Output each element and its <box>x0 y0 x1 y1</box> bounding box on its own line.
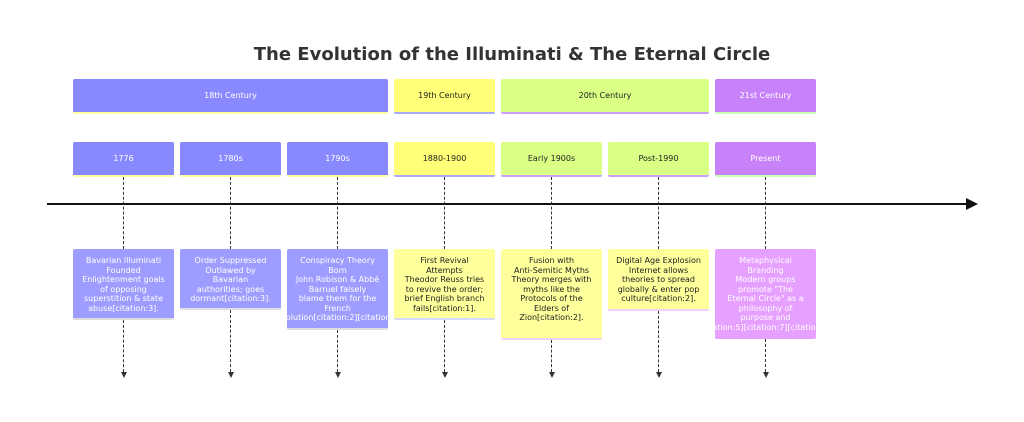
period-label: 1780s <box>218 154 243 163</box>
connector-line <box>658 311 659 372</box>
period-4: Early 1900s <box>501 142 602 177</box>
event-text-line: Eternal Circle" as a <box>727 294 804 303</box>
section-20th-century: 20th Century <box>501 79 709 114</box>
section-21st-century: 21st Century <box>715 79 816 114</box>
event-text-line: brief English branch <box>404 294 485 303</box>
arrow-head-icon <box>762 372 769 378</box>
event-text-line: Barruel falsely <box>308 284 367 294</box>
event-text-line: Order Suppressed <box>194 256 267 265</box>
connector-line <box>123 177 124 249</box>
arrow-head-icon <box>548 372 555 378</box>
event-text-line: Digital Age Explosion <box>616 256 701 265</box>
arrow-head-icon <box>334 372 341 378</box>
connector-line <box>337 330 338 372</box>
connector-line <box>765 177 766 249</box>
event-text-line: Revolution[citation:2][citation:4]. <box>287 313 388 322</box>
event-text-line: Attempts <box>426 265 463 275</box>
period-5: Post-1990 <box>608 142 709 177</box>
event-text-line: purpose and <box>740 313 791 322</box>
period-3: 1880-1900 <box>394 142 495 177</box>
section-label: 20th Century <box>578 91 632 100</box>
connector-line <box>551 177 552 249</box>
diagram-title: The Evolution of the Illuminati & The Et… <box>253 44 771 65</box>
section-19th-century: 19th Century <box>394 79 495 114</box>
event-text-line: fails[citation:1]. <box>413 303 476 313</box>
event-text-line: dormant[citation:3]. <box>190 294 271 303</box>
section-label: 21st Century <box>739 91 792 100</box>
connector-line <box>765 339 766 372</box>
connector-line <box>337 177 338 249</box>
event-text-line: Protocols of the <box>520 294 583 303</box>
event-text-line: [citation:5][citation:7][citation:8] <box>715 322 816 332</box>
event-text-line: Anti-Semitic Myths <box>513 265 590 275</box>
timeline-axis <box>47 203 969 205</box>
period-label: Present <box>750 154 781 163</box>
event-text-line: Bavarian <box>212 275 249 284</box>
event-text-line: authorities; goes <box>196 284 265 294</box>
connector-line <box>658 177 659 249</box>
period-label: 1790s <box>325 154 350 163</box>
arrow-head-icon <box>120 372 127 378</box>
event-text-line: Elders of <box>534 303 569 313</box>
event-text-line: Born <box>328 265 347 275</box>
event-text-line: Bavarian Illuminati <box>85 256 162 265</box>
event-text-line: of opposing <box>100 284 147 294</box>
connector-line <box>230 177 231 249</box>
event-text-line: Internet allows <box>628 265 689 275</box>
event-text-line: French <box>324 303 351 313</box>
period-0: 1776 <box>73 142 174 177</box>
event-text-line: First Revival <box>420 256 469 265</box>
timeline-arrow-icon <box>966 198 978 210</box>
period-label: 1776 <box>113 154 134 163</box>
event-text-line: Modern groups <box>735 275 796 284</box>
event-text-line: Metaphysical <box>739 256 792 265</box>
period-2: 1790s <box>287 142 388 177</box>
section-18th-century: 18th Century <box>73 79 388 114</box>
event-text-line: theories to spread <box>621 275 695 284</box>
section-label: 19th Century <box>418 91 471 100</box>
period-6: Present <box>715 142 816 177</box>
event-text-line: John Robison & Abbé <box>295 275 380 284</box>
period-label: Early 1900s <box>527 154 576 163</box>
event-text-line: myths like the <box>523 284 580 294</box>
event-text-line: Outlawed by <box>205 265 256 275</box>
event-text-line: Fusion with <box>528 256 575 265</box>
period-label: Post-1990 <box>638 154 679 163</box>
event-text-line: Conspiracy Theory <box>300 256 375 265</box>
period-label: 1880-1900 <box>422 154 467 163</box>
connector-line <box>230 310 231 372</box>
period-1: 1780s <box>180 142 281 177</box>
section-label: 18th Century <box>204 91 257 100</box>
arrow-head-icon <box>441 372 448 378</box>
connector-line <box>444 320 445 372</box>
connector-line <box>123 320 124 372</box>
event-text-line: Theodor Reuss tries <box>404 275 485 284</box>
arrow-head-icon <box>655 372 662 378</box>
arrow-head-icon <box>227 372 234 378</box>
event-text-line: blame them for the <box>298 294 377 303</box>
event-text-line: superstition & state <box>84 294 163 303</box>
event-text-line: Founded <box>106 265 141 275</box>
event-text-line: philosophy of <box>738 303 793 313</box>
event-text-line: culture[citation:2]. <box>621 294 696 303</box>
event-text-line: Zion[citation:2]. <box>519 313 584 322</box>
event-text-line: promote "The <box>738 284 793 294</box>
event-text-line: Branding <box>747 265 784 275</box>
connector-line <box>444 177 445 249</box>
event-text-line: abuse[citation:3]. <box>88 303 159 313</box>
event-text-line: to revive the order; <box>405 284 484 294</box>
connector-line <box>551 340 552 372</box>
event-text-line: Theory merges with <box>511 275 592 284</box>
event-text-line: globally & enter pop <box>617 284 700 294</box>
event-text-line: Enlightenment goals <box>82 275 165 284</box>
